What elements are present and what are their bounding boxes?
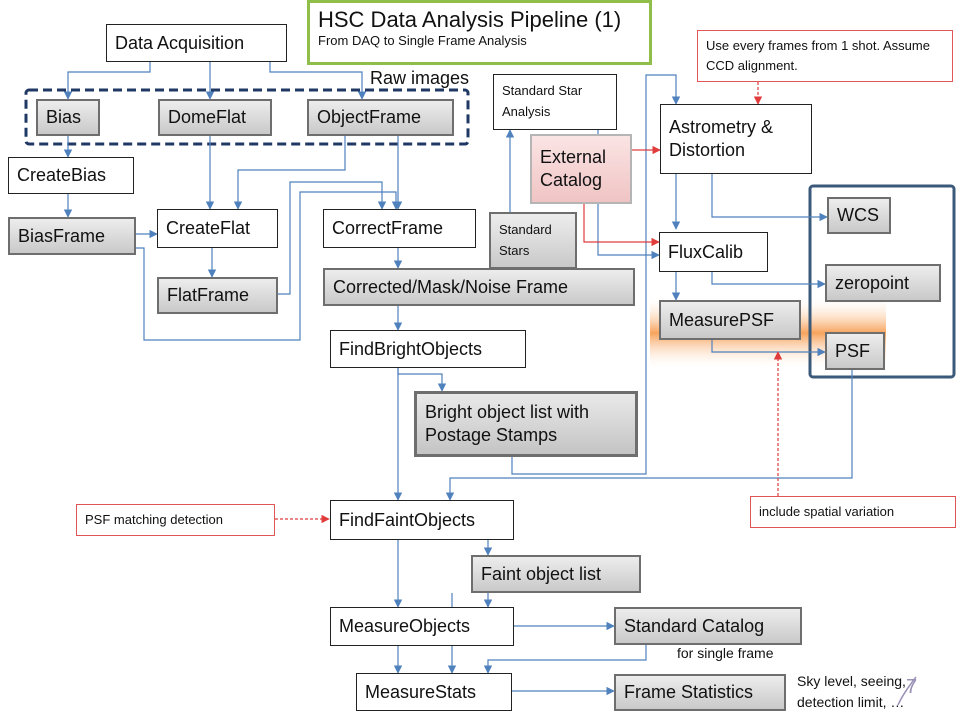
node-findfaintobjects: FindFaintObjects bbox=[330, 500, 514, 540]
node-bias: Bias bbox=[36, 99, 100, 136]
note-sky-level: Sky level, seeing, detection limit, … bbox=[797, 673, 906, 710]
edge-flatframe-correctframe bbox=[278, 181, 387, 295]
node-flatframe: FlatFrame bbox=[157, 277, 278, 314]
edge-brightlist-astrometry bbox=[511, 74, 681, 475]
edge-measurepsf-psf bbox=[711, 340, 826, 357]
node-data-acquisition: Data Acquisition bbox=[106, 24, 287, 62]
node-wcs: WCS bbox=[827, 197, 891, 234]
edge-standardcatalog-measurestats bbox=[483, 645, 647, 674]
node-standard-star-analysis: Standard Star Analysis bbox=[493, 74, 617, 130]
node-faint-object-list: Faint object list bbox=[471, 555, 641, 593]
edge-findbright-brightlist bbox=[397, 368, 447, 392]
edge-biasframe-correctframe bbox=[136, 191, 401, 341]
node-frame-statistics: Frame Statistics bbox=[614, 674, 786, 711]
edge-fluxcalib-zeropoint bbox=[711, 272, 826, 289]
slide-subtitle: From DAQ to Single Frame Analysis bbox=[318, 33, 527, 49]
edge-externalcatalog-fluxcalib bbox=[583, 204, 660, 247]
edge-daq-bias bbox=[63, 62, 151, 100]
raw-images-group bbox=[24, 88, 470, 146]
node-measurestats: MeasureStats bbox=[356, 673, 512, 711]
node-corrected-mask-noise-frame: Corrected/Mask/Noise Frame bbox=[323, 268, 635, 306]
node-biasframe: BiasFrame bbox=[8, 217, 136, 255]
node-external-catalog: External Catalog bbox=[530, 134, 632, 204]
calibration-output-group bbox=[808, 184, 956, 379]
slide-title: HSC Data Analysis Pipeline (1) bbox=[318, 7, 622, 32]
node-fluxcalib: FluxCalib bbox=[659, 232, 768, 272]
node-standard-stars: Standard Stars bbox=[489, 212, 577, 269]
node-correctframe: CorrectFrame bbox=[323, 209, 476, 248]
node-objectframe: ObjectFrame bbox=[307, 99, 454, 136]
node-domeflat: DomeFlat bbox=[158, 99, 272, 136]
note-every-frames: Use every frames from 1 shot. Assume CCD… bbox=[697, 30, 953, 82]
edge-objectframe-createflat bbox=[233, 136, 346, 210]
edge-astrometry-wcs bbox=[711, 174, 828, 222]
node-createflat: CreateFlat bbox=[157, 209, 278, 248]
page-number: 7 bbox=[906, 676, 918, 698]
page-number-scribble bbox=[897, 676, 917, 706]
node-createbias: CreateBias bbox=[8, 157, 134, 194]
note-for-single-frame: for single frame bbox=[677, 645, 774, 661]
note-spatial-variation: include spatial variation bbox=[750, 496, 956, 528]
edge-psf-findfaint bbox=[445, 370, 853, 501]
node-measurepsf: MeasurePSF bbox=[659, 300, 801, 340]
node-astrometry-distortion: Astrometry & Distortion bbox=[660, 104, 812, 174]
edge-daq-objectframe bbox=[269, 62, 367, 100]
node-findbrightobjects: FindBrightObjects bbox=[330, 330, 526, 368]
raw-images-label: Raw images bbox=[370, 68, 470, 88]
node-psf: PSF bbox=[825, 332, 885, 370]
node-standard-catalog: Standard Catalog bbox=[614, 607, 802, 645]
note-psf-matching: PSF matching detection bbox=[76, 504, 275, 536]
node-zeropoint: zeropoint bbox=[825, 264, 941, 302]
slide-title-box: HSC Data Analysis Pipeline (1) From DAQ … bbox=[307, 0, 652, 65]
node-bright-object-list: Bright object list with Postage Stamps bbox=[414, 391, 638, 457]
node-measureobjects: MeasureObjects bbox=[330, 607, 514, 646]
